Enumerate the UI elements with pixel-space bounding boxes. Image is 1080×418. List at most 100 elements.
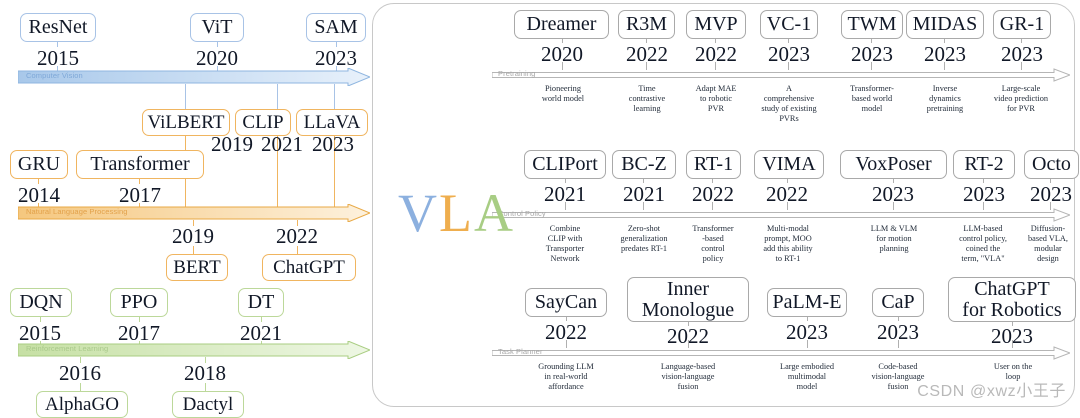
tick-ppo bbox=[139, 317, 141, 322]
node-llava[interactable]: LLaVA bbox=[296, 109, 368, 136]
year-dactyl: 2018 bbox=[184, 361, 226, 385]
tick-chatgpt-for-robotics-lower bbox=[1012, 340, 1014, 348]
node-resnet[interactable]: ResNet bbox=[20, 13, 96, 42]
node-label-line: ChatGPT bbox=[974, 278, 1050, 301]
node-sam[interactable]: SAM bbox=[306, 13, 366, 42]
node-palme[interactable]: PaLM-E bbox=[767, 288, 847, 317]
node-transformer[interactable]: Transformer bbox=[76, 150, 204, 179]
year-vit: 2020 bbox=[196, 46, 238, 70]
arrow-label-pretraining: Pretraining bbox=[498, 69, 536, 78]
node-midas[interactable]: MIDAS bbox=[906, 10, 984, 39]
node-bcz[interactable]: BC-Z bbox=[612, 150, 676, 179]
node-r3m[interactable]: R3M bbox=[618, 10, 675, 39]
node-label: RT-2 bbox=[964, 153, 1004, 176]
year-voxposer: 2023 bbox=[872, 182, 914, 206]
year-llava: 2023 bbox=[312, 132, 354, 156]
year-resnet: 2015 bbox=[37, 46, 79, 70]
node-octo[interactable]: Octo bbox=[1024, 150, 1079, 179]
node-ppo[interactable]: PPO bbox=[110, 288, 168, 317]
tick-alphago-up bbox=[80, 357, 82, 363]
node-vima[interactable]: VIMA bbox=[754, 150, 824, 179]
year-twm: 2023 bbox=[851, 42, 893, 66]
node-cliport[interactable]: CLIPort bbox=[524, 150, 606, 179]
node-label: CaP bbox=[881, 291, 915, 314]
tick-resnet bbox=[57, 42, 59, 47]
node-chatgpt-for-robotics[interactable]: ChatGPT for Robotics bbox=[948, 277, 1076, 322]
tick-transformer bbox=[139, 179, 141, 184]
node-gru[interactable]: GRU bbox=[10, 150, 68, 179]
tick-clip-up bbox=[277, 84, 279, 109]
tick-gr1-lower bbox=[1021, 62, 1023, 70]
node-bert[interactable]: BERT bbox=[166, 254, 228, 281]
tick-palme bbox=[807, 317, 809, 321]
node-label: BERT bbox=[173, 256, 221, 278]
node-vit[interactable]: ViT bbox=[190, 13, 244, 42]
node-vc1[interactable]: VC-1 bbox=[760, 10, 818, 39]
arrow-computer-vision bbox=[18, 68, 370, 86]
year-palme: 2023 bbox=[786, 320, 828, 344]
tick-vc1 bbox=[788, 39, 790, 43]
year-clip: 2021 bbox=[261, 132, 303, 156]
tick-vima-lower bbox=[787, 202, 789, 210]
tick-mvp-lower bbox=[715, 62, 717, 70]
tick-r3m bbox=[646, 39, 648, 43]
tick-gr1 bbox=[1021, 39, 1023, 43]
tick-chatgpt-for-robotics bbox=[1012, 322, 1014, 326]
node-twm[interactable]: TWM bbox=[841, 10, 903, 39]
node-label: Dactyl bbox=[182, 393, 234, 415]
node-dreamer[interactable]: Dreamer bbox=[514, 10, 609, 39]
vla-logo-letter-l: L bbox=[439, 183, 474, 243]
year-gr1: 2023 bbox=[1001, 42, 1043, 66]
arrow-label-task-planner: Task Planner bbox=[498, 347, 543, 356]
vla-logo-letter-a: A bbox=[474, 183, 515, 243]
year-vima: 2022 bbox=[766, 182, 808, 206]
tick-midas-lower bbox=[944, 62, 946, 70]
tick-dqn bbox=[40, 317, 42, 322]
arrow-label-computer-vision: Computer Vision bbox=[26, 71, 83, 80]
node-alphago[interactable]: AlphaGO bbox=[36, 391, 128, 418]
node-label: CLIPort bbox=[532, 153, 598, 176]
node-inner-monologue[interactable]: Inner Monologue bbox=[627, 277, 749, 322]
tick-alphago-lower bbox=[80, 383, 82, 391]
tick-dt bbox=[261, 317, 263, 322]
node-cap[interactable]: CaP bbox=[872, 288, 924, 317]
tick-rt1-lower bbox=[712, 202, 714, 210]
tick-twm-lower bbox=[871, 62, 873, 70]
node-dactyl[interactable]: Dactyl bbox=[172, 391, 244, 418]
node-rt2[interactable]: RT-2 bbox=[953, 150, 1015, 179]
arrow-reinforcement-learning bbox=[18, 341, 370, 359]
year-cap: 2023 bbox=[877, 320, 919, 344]
tick-rt1 bbox=[712, 179, 714, 183]
node-label: AlphaGO bbox=[45, 393, 119, 415]
year-dt: 2021 bbox=[240, 321, 282, 345]
year-cliport: 2021 bbox=[544, 182, 586, 206]
node-mvp[interactable]: MVP bbox=[686, 10, 746, 39]
node-vilbert[interactable]: ViLBERT bbox=[142, 109, 230, 136]
tick-transformer-lower bbox=[139, 203, 141, 209]
tick-sam-lower bbox=[336, 66, 338, 72]
tick-bcz bbox=[643, 179, 645, 183]
tick-octo bbox=[1050, 179, 1052, 183]
tick-vit bbox=[217, 42, 219, 47]
node-dqn[interactable]: DQN bbox=[10, 288, 72, 317]
node-clip[interactable]: CLIP bbox=[235, 109, 291, 136]
year-rt2: 2023 bbox=[963, 182, 1005, 206]
node-label: CLIP bbox=[242, 111, 284, 133]
node-chatgpt[interactable]: ChatGPT bbox=[262, 254, 356, 281]
node-rt1[interactable]: RT-1 bbox=[686, 150, 741, 179]
node-saycan[interactable]: SayCan bbox=[525, 288, 607, 317]
node-gr1[interactable]: GR-1 bbox=[993, 10, 1051, 39]
node-voxposer[interactable]: VoxPoser bbox=[840, 150, 947, 179]
tick-gru bbox=[38, 179, 40, 184]
node-label: TWM bbox=[847, 13, 897, 36]
node-dt[interactable]: DT bbox=[238, 288, 284, 317]
tick-vit-lower bbox=[217, 66, 219, 72]
tick-cap-lower bbox=[898, 340, 900, 348]
year-chatgpt-for-robotics: 2023 bbox=[991, 324, 1033, 348]
